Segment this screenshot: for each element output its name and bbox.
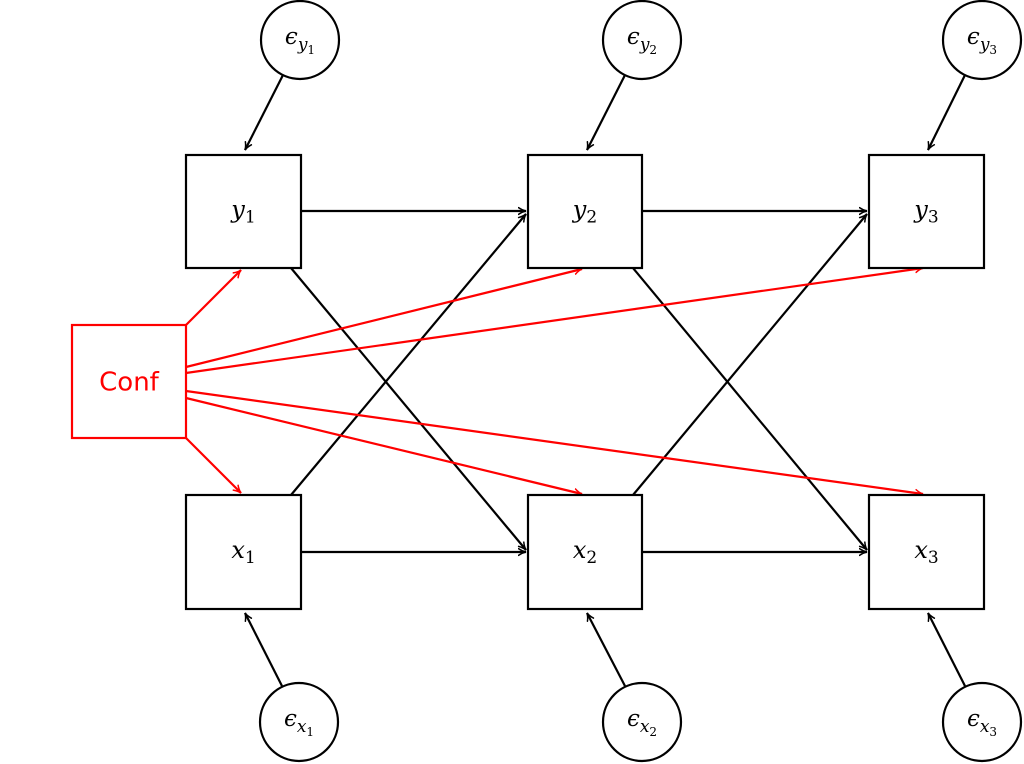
node-ex3-label: ϵx3	[967, 706, 997, 739]
edge-x1-to-y2	[290, 213, 527, 496]
edge-ex1-to-x1	[244, 612, 283, 687]
node-y2-box	[526, 153, 644, 270]
node-ey2-circle	[601, 0, 683, 81]
edge-conf-to-y3	[185, 264, 924, 375]
node-ey3-label: ϵy3	[967, 24, 997, 57]
node-ex2-label: ϵx2	[627, 706, 657, 739]
node-y2-label: y2	[572, 196, 597, 228]
node-ey1-circle	[259, 0, 341, 81]
edge-ey2-to-y2	[586, 74, 626, 151]
node-y2: y2	[526, 153, 644, 270]
node-x3: x3	[867, 493, 986, 611]
node-ex2: ϵx2	[601, 681, 683, 763]
node-y1-label: y1	[230, 196, 255, 228]
node-ex1-label: ϵx1	[284, 706, 314, 739]
edge-y2-to-x3	[632, 267, 868, 551]
node-ex3: ϵx3	[941, 681, 1023, 763]
node-ey1: ϵy1	[259, 0, 341, 81]
node-y3-box	[867, 153, 986, 270]
node-conf-label: Conf	[99, 368, 160, 398]
node-conf-box	[70, 323, 188, 440]
edge-ey1-to-y1	[244, 74, 284, 151]
node-ex1: ϵx1	[258, 681, 340, 763]
node-y3: y3	[867, 153, 986, 270]
node-y1: y1	[184, 153, 303, 270]
edge-conf-to-y1	[185, 269, 242, 326]
node-ey3-circle	[941, 0, 1023, 81]
node-ex3-circle	[941, 681, 1023, 763]
edge-y1-to-x2	[290, 267, 527, 551]
node-x3-label: x3	[914, 536, 938, 568]
node-x1-box	[184, 493, 303, 611]
edge-conf-to-y2	[185, 266, 583, 369]
node-ex1-circle	[258, 681, 340, 763]
node-y3-label: y3	[913, 196, 938, 228]
node-ey3: ϵy3	[941, 0, 1023, 81]
edges-layer	[185, 74, 966, 687]
edge-conf-to-x2	[185, 396, 583, 497]
node-ey2: ϵy2	[601, 0, 683, 81]
edge-ex3-to-x3	[927, 612, 966, 687]
node-x1-label: x1	[231, 536, 255, 568]
edge-ex2-to-x2	[586, 612, 626, 687]
node-conf: Conf	[70, 323, 188, 440]
node-x2: x2	[526, 493, 644, 611]
edge-conf-to-x3	[185, 389, 924, 498]
node-x2-label: x2	[573, 536, 597, 568]
nodes-layer: y1 y2 y3 x1 x2 x3 Conf ϵy1 ϵy2 ϵy3 ϵx1 ϵx2 ϵx3	[70, 0, 1023, 763]
edge-x2-to-y3	[632, 213, 868, 496]
node-x2-box	[526, 493, 644, 611]
node-x3-box	[867, 493, 986, 611]
node-y1-box	[184, 153, 303, 270]
node-x1: x1	[184, 493, 303, 611]
node-ey2-label: ϵy2	[627, 24, 657, 57]
edge-conf-to-x1	[185, 437, 242, 494]
edge-ey3-to-y3	[927, 74, 966, 151]
node-ey1-label: ϵy1	[285, 24, 315, 57]
node-ex2-circle	[601, 681, 683, 763]
